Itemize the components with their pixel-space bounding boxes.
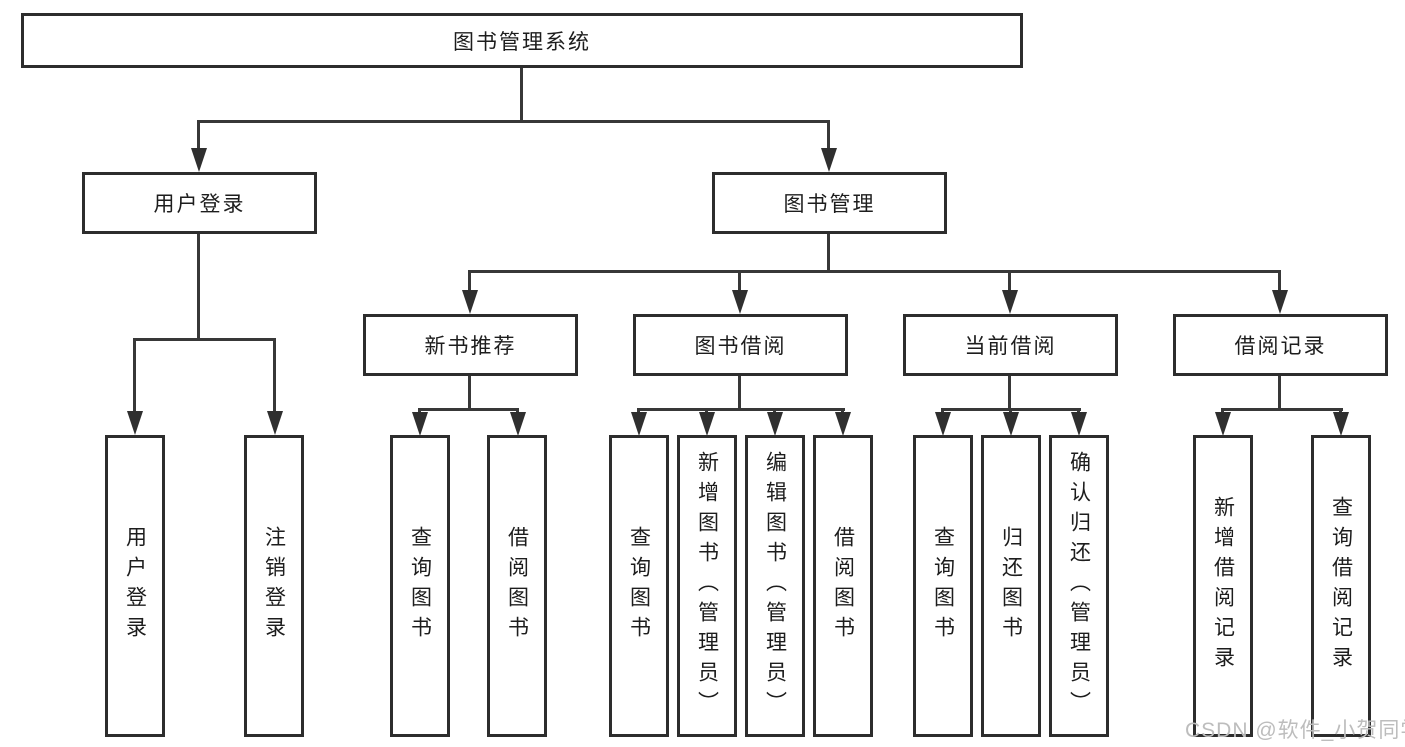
- connector-drop-leaf: [705, 408, 708, 414]
- connector-root-bar: [197, 120, 830, 123]
- leaf-add-books-admin: 新增图书（管理员）: [677, 435, 737, 737]
- connector-drop-leaf: [273, 338, 276, 411]
- connector-book-mgmt-trunk: [827, 234, 830, 270]
- leaf-recommend-borrow-books-label: 借阅图书: [505, 526, 529, 646]
- connector-root-trunk: [520, 68, 523, 120]
- connector-recommend-trunk: [468, 376, 471, 408]
- leaf-current-query-books-label: 查询图书: [931, 526, 955, 646]
- connector-user-login-trunk: [197, 234, 200, 338]
- connector-drop-leaf: [841, 408, 844, 414]
- connector-current-trunk: [1008, 376, 1011, 408]
- leaf-borrow-books: 借阅图书: [813, 435, 873, 737]
- leaf-add-borrow-record-label: 新增借阅记录: [1211, 496, 1235, 676]
- arrowhead-down-icon: [510, 412, 526, 436]
- arrowhead-down-icon: [1272, 290, 1288, 314]
- leaf-user-login: 用户登录: [105, 435, 165, 737]
- leaf-borrow-books-label: 借阅图书: [831, 526, 855, 646]
- leaf-return-books-label: 归还图书: [999, 526, 1023, 646]
- node-root: 图书管理系统: [21, 13, 1023, 68]
- arrowhead-down-icon: [821, 148, 837, 172]
- connector-drop-l2: [468, 270, 471, 292]
- connector-drop-leaf: [1339, 408, 1342, 414]
- leaf-query-borrow-record: 查询借阅记录: [1311, 435, 1371, 737]
- connector-drop-l2: [738, 270, 741, 292]
- leaf-return-books: 归还图书: [981, 435, 1041, 737]
- leaf-add-borrow-record: 新增借阅记录: [1193, 435, 1253, 737]
- arrowhead-down-icon: [1003, 412, 1019, 436]
- connector-drop-leaf: [941, 408, 944, 414]
- arrowhead-down-icon: [412, 412, 428, 436]
- connector-borrow-trunk: [738, 376, 741, 408]
- connector-drop-leaf: [1077, 408, 1080, 414]
- connector-drop-leaf: [637, 408, 640, 414]
- node-current-borrow-label: 当前借阅: [964, 335, 1057, 358]
- leaf-query-borrow-record-label: 查询借阅记录: [1329, 496, 1353, 676]
- connector-drop-user-login: [197, 120, 200, 150]
- leaf-add-books-admin-label: 新增图书（管理员）: [695, 451, 719, 721]
- connector-drop-book-mgmt: [827, 120, 830, 150]
- connector-records-bar: [1221, 408, 1343, 411]
- arrowhead-down-icon: [732, 290, 748, 314]
- node-book-management-label: 图书管理: [783, 193, 876, 216]
- arrowhead-down-icon: [835, 412, 851, 436]
- node-borrow-records: 借阅记录: [1173, 314, 1388, 376]
- node-new-book-recommend: 新书推荐: [363, 314, 578, 376]
- arrowhead-down-icon: [1215, 412, 1231, 436]
- connector-drop-l2: [1008, 270, 1011, 292]
- connector-user-login-bar: [133, 338, 276, 341]
- arrowhead-down-icon: [1002, 290, 1018, 314]
- node-book-borrow: 图书借阅: [633, 314, 848, 376]
- leaf-confirm-return-admin: 确认归还（管理员）: [1049, 435, 1109, 737]
- arrowhead-down-icon: [127, 411, 143, 435]
- arrowhead-down-icon: [191, 148, 207, 172]
- arrowhead-down-icon: [631, 412, 647, 436]
- arrowhead-down-icon: [1333, 412, 1349, 436]
- node-user-login: 用户登录: [82, 172, 317, 234]
- connector-records-trunk: [1278, 376, 1281, 408]
- connector-drop-leaf: [773, 408, 776, 414]
- leaf-current-query-books: 查询图书: [913, 435, 973, 737]
- node-book-management: 图书管理: [712, 172, 947, 234]
- connector-drop-leaf: [418, 408, 421, 414]
- leaf-recommend-query-books-label: 查询图书: [408, 526, 432, 646]
- node-new-book-recommend-label: 新书推荐: [424, 335, 517, 358]
- arrowhead-down-icon: [767, 412, 783, 436]
- connector-drop-l2: [1278, 270, 1281, 292]
- leaf-logout-label: 注销登录: [262, 526, 286, 646]
- leaf-logout: 注销登录: [244, 435, 304, 737]
- arrowhead-down-icon: [699, 412, 715, 436]
- arrowhead-down-icon: [935, 412, 951, 436]
- leaf-edit-books-admin: 编辑图书（管理员）: [745, 435, 805, 737]
- node-user-login-label: 用户登录: [153, 193, 246, 216]
- connector-drop-leaf: [133, 338, 136, 411]
- leaf-borrow-query-books-label: 查询图书: [627, 526, 651, 646]
- connector-drop-leaf: [1221, 408, 1224, 414]
- connector-drop-leaf: [1009, 408, 1012, 414]
- node-book-borrow-label: 图书借阅: [694, 335, 787, 358]
- leaf-recommend-query-books: 查询图书: [390, 435, 450, 737]
- leaf-confirm-return-admin-label: 确认归还（管理员）: [1067, 451, 1091, 721]
- node-current-borrow: 当前借阅: [903, 314, 1118, 376]
- csdn-watermark: CSDN @软件_小贺同学: [1185, 719, 1405, 742]
- connector-borrow-bar: [637, 408, 845, 411]
- arrowhead-down-icon: [267, 411, 283, 435]
- node-root-label: 图书管理系统: [453, 30, 591, 54]
- connector-drop-leaf: [516, 408, 519, 414]
- node-borrow-records-label: 借阅记录: [1234, 335, 1327, 358]
- connector-recommend-bar: [418, 408, 519, 411]
- leaf-recommend-borrow-books: 借阅图书: [487, 435, 547, 737]
- arrowhead-down-icon: [462, 290, 478, 314]
- leaf-user-login-label: 用户登录: [123, 526, 147, 646]
- arrowhead-down-icon: [1071, 412, 1087, 436]
- leaf-borrow-query-books: 查询图书: [609, 435, 669, 737]
- connector-book-mgmt-bar: [468, 270, 1281, 273]
- leaf-edit-books-admin-label: 编辑图书（管理员）: [763, 451, 787, 721]
